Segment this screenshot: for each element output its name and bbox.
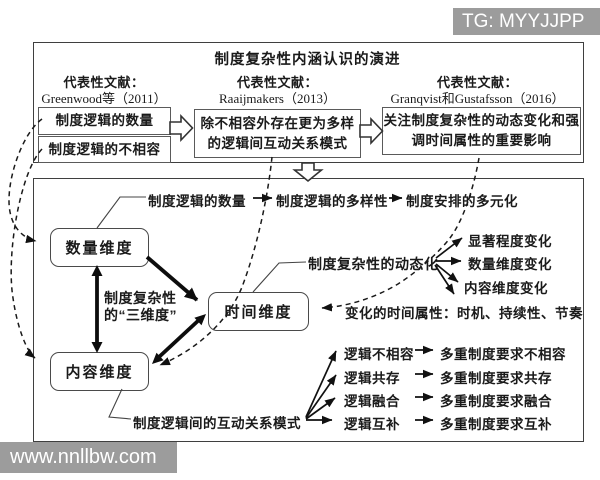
chain-logic-diversity: 制度逻辑的多样性 <box>276 194 388 209</box>
demand-coexist: 多重制度要求共存 <box>440 371 552 386</box>
logic-blend: 逻辑融合 <box>344 394 400 409</box>
logic-coexist: 逻辑共存 <box>344 371 400 386</box>
logic-incompatible: 逻辑不相容 <box>344 347 414 362</box>
ref-source-1: Greenwood等（2011） <box>41 91 167 106</box>
demand-complement: 多重制度要求互补 <box>440 417 552 432</box>
interaction-pattern-label: 制度逻辑间的互动关系模式 <box>133 416 301 431</box>
box-dynamic-change: 关注制度复杂性的动态变化和强 调时间属性的重要影响 <box>382 107 581 155</box>
change-content: 内容维度变化 <box>464 281 548 296</box>
box-logic-incompatibility: 制度逻辑的不相容 <box>38 136 171 163</box>
change-salience: 显著程度变化 <box>468 234 552 249</box>
ref-header-2: 代表性文献： <box>236 75 318 90</box>
logic-complement: 逻辑互补 <box>344 417 400 432</box>
dynamics-label: 制度复杂性的动态化 <box>308 256 439 272</box>
demand-blend: 多重制度要求融合 <box>440 394 552 409</box>
tg-watermark-banner: TG: MYYJJPP <box>453 8 600 35</box>
ref-header-3: 代表性文献： <box>436 75 518 90</box>
box-interaction-patterns: 除不相容外存在更为多样 的逻辑间互动关系模式 <box>194 109 361 158</box>
three-dimensions-label: 制度复杂性 的“三维度” <box>104 290 177 323</box>
tg-watermark-text: TG: MYYJJPP <box>462 10 585 32</box>
change-quantity: 数量维度变化 <box>468 257 552 272</box>
demand-incompatible: 多重制度要求不相容 <box>440 347 566 362</box>
content-dimension-box: 内容维度 <box>50 352 149 391</box>
ref-source-3: Granqvist和Gustafsson（2016） <box>390 91 565 106</box>
quantity-dimension-box: 数量维度 <box>50 228 149 267</box>
chain-arrangement-plurality: 制度安排的多元化 <box>406 194 518 209</box>
time-dimension-box: 时间维度 <box>208 292 309 331</box>
site-watermark-text: www.nnllbw.com <box>10 446 157 468</box>
time-attributes-label: 变化的时间属性：时机、持续性、节奏 <box>345 306 583 321</box>
ref-source-2: Raaijmakers（2013） <box>219 91 336 106</box>
chain-logic-quantity: 制度逻辑的数量 <box>148 194 246 209</box>
box-logic-quantity: 制度逻辑的数量 <box>38 107 171 135</box>
evolution-panel-title: 制度复杂性内涵认识的演进 <box>214 52 401 68</box>
ref-header-1: 代表性文献： <box>63 75 145 90</box>
site-watermark-banner: www.nnllbw.com <box>0 442 177 473</box>
